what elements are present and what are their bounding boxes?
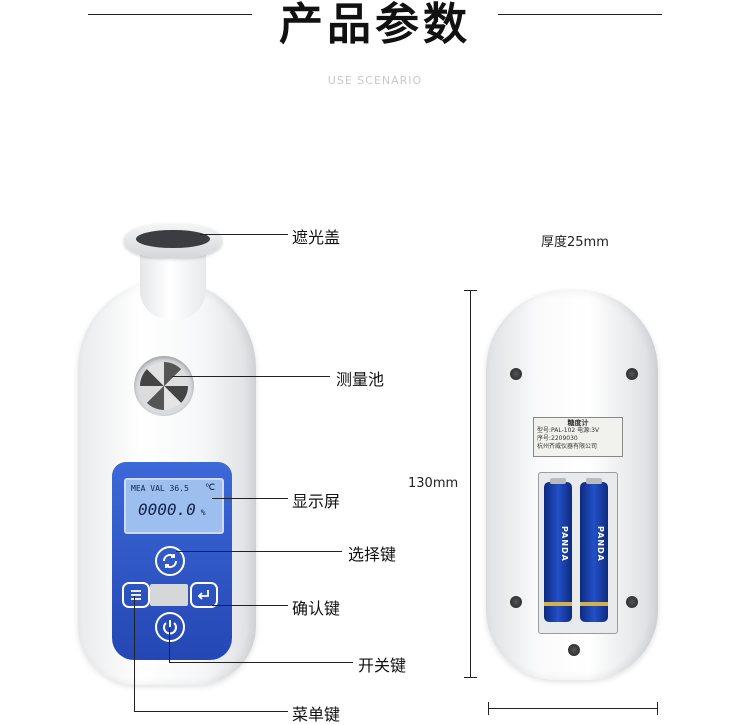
- header-rule-left: [88, 14, 252, 15]
- height-label: 130mm: [408, 476, 459, 491]
- width-dimension-tick-right: [657, 702, 658, 715]
- menu-button[interactable]: [122, 582, 150, 608]
- battery-right-stripe: [580, 602, 608, 606]
- refresh-icon: [162, 553, 178, 569]
- callout-display: 显示屏: [292, 492, 341, 511]
- callout-well: 测量池: [336, 370, 385, 389]
- battery-left-brand: PANDA: [560, 526, 569, 562]
- battery-right: PANDA: [580, 478, 608, 622]
- battery-left-stripe: [544, 602, 572, 606]
- callout-line-select: [176, 551, 342, 552]
- callout-line-well: [172, 376, 330, 377]
- screw-bottom-center: [568, 644, 580, 656]
- width-dimension-tick-left: [488, 702, 489, 715]
- callout-menu-key: 菜单键: [292, 705, 341, 724]
- back-label-line1: 型号:PAL-102 电源:3V: [537, 427, 600, 434]
- menu-icon: [131, 590, 141, 600]
- screen-line2: 0000.0%: [138, 500, 206, 519]
- battery-right-terminal: [586, 478, 602, 484]
- confirm-button[interactable]: [190, 582, 218, 608]
- light-shield-cap-inner: [136, 230, 210, 248]
- page-title: 产品参数: [279, 0, 471, 50]
- page-subtitle: USE SCENARIO: [327, 74, 423, 87]
- screw-top-left: [510, 368, 522, 380]
- screen-percent: %: [200, 508, 206, 517]
- screen-reading: MEA VAL 36.5: [131, 484, 189, 493]
- back-label-line2: 序号:2209030: [537, 435, 578, 442]
- battery-left-terminal: [550, 478, 566, 484]
- height-dimension-line: [470, 290, 471, 678]
- height-dimension-tick-bottom: [464, 677, 477, 678]
- screw-top-right: [626, 368, 638, 380]
- back-label-card: 糖度计 型号:PAL-102 电源:3V 序号:2209030 杭州齐威仪器有限…: [533, 417, 623, 457]
- enter-icon: [197, 590, 209, 600]
- screw-bottom-right: [626, 596, 638, 608]
- battery-right-brand: PANDA: [596, 526, 605, 562]
- callout-line-menu-vertical: [134, 596, 135, 711]
- back-label-title: 糖度计: [567, 419, 589, 427]
- power-button[interactable]: [155, 612, 185, 642]
- width-dimension-line: [488, 708, 658, 709]
- callout-power-key: 开关键: [358, 656, 407, 675]
- screw-bottom-left: [510, 596, 522, 608]
- callout-select-key: 选择键: [348, 545, 397, 564]
- callout-line-confirm: [212, 605, 288, 606]
- screen-temp-unit: ℃: [205, 483, 216, 493]
- header-rule-right: [498, 14, 662, 15]
- display-screen: MEA VAL 36.5 ℃ 0000.0%: [124, 478, 224, 534]
- callout-line-cap: [200, 234, 288, 235]
- callout-confirm-key: 确认键: [292, 599, 341, 618]
- select-button[interactable]: [155, 546, 185, 576]
- callout-line-power: [169, 662, 353, 663]
- screen-value: 0000.0: [138, 500, 196, 519]
- battery-left: PANDA: [544, 478, 572, 622]
- back-label-line3: 杭州齐威仪器有限公司: [537, 443, 598, 450]
- callout-line-menu: [134, 711, 288, 712]
- measuring-well: [140, 362, 188, 410]
- thickness-label: 厚度25mm: [541, 235, 609, 250]
- center-key-pad: [150, 584, 188, 606]
- callout-cap: 遮光盖: [292, 228, 341, 247]
- screen-line1: MEA VAL 36.5 ℃: [131, 483, 215, 493]
- callout-line-display: [212, 498, 288, 499]
- height-dimension-tick-top: [464, 290, 477, 291]
- callout-line-power-vertical: [169, 628, 170, 662]
- power-icon: [163, 620, 177, 635]
